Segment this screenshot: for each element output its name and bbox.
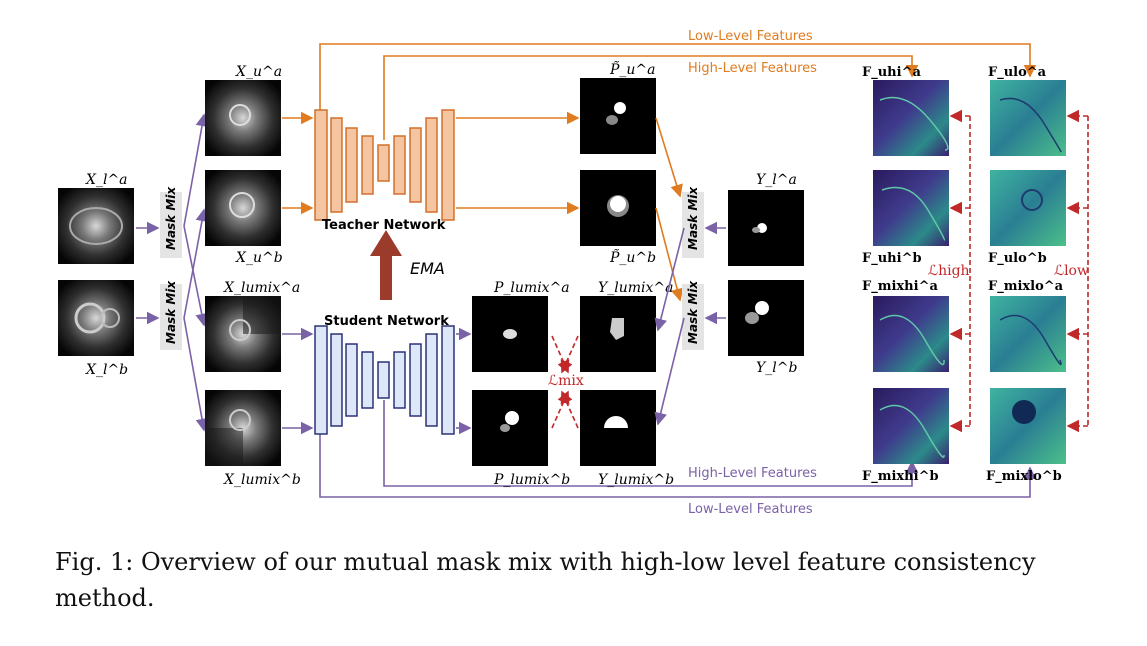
ema-label: EMA (410, 259, 445, 278)
loss-high-bracket (949, 109, 971, 433)
label-f-ulo-a: F_ulo^a (988, 65, 1047, 80)
label-xla: X_l^a (85, 172, 128, 188)
label-yl-b: Y_l^b (756, 360, 797, 376)
feature-map-ulo-b (990, 170, 1066, 246)
student-pred-b (472, 390, 548, 466)
teacher-network-label: Teacher Network (322, 218, 446, 233)
student-network (314, 325, 455, 435)
mask-mix-right-top: Mask Mix (682, 186, 704, 258)
high-level-features-student-path (383, 400, 919, 487)
teacher-pred-a (580, 78, 656, 154)
feature-map-uhi-a (873, 80, 949, 156)
feature-map-mixhi-a (873, 296, 949, 372)
caption-text: Overview of our mutual mask mix with hig… (55, 548, 1044, 612)
feature-map-mixhi-b (873, 388, 949, 464)
label-plumix-b: P_lumix^b (493, 472, 570, 488)
label-yl-a: Y_l^a (756, 172, 797, 188)
ema-arrow (370, 230, 402, 300)
label-xlb: X_l^b (85, 362, 128, 378)
label-xub: X_u^b (235, 250, 283, 266)
loss-low-label: ℒlow (1054, 263, 1089, 279)
input-xub-image (205, 170, 281, 246)
feature-map-ulo-a (990, 80, 1066, 156)
ground-truth-b (728, 280, 804, 356)
loss-low-bracket (1066, 109, 1089, 433)
label-xua: X_u^a (235, 64, 282, 80)
label-pu-b: P̃_u^b (609, 248, 656, 266)
mixed-label-a (580, 296, 656, 372)
caption-prefix: Fig. 1: (55, 548, 134, 576)
teacher-pred-b (580, 170, 656, 246)
high-level-features-label-top: High-Level Features (688, 61, 817, 76)
svg-text:Mask Mix: Mask Mix (686, 186, 700, 250)
loss-mix-label: ℒmix (548, 373, 584, 389)
low-level-features-label-top: Low-Level Features (688, 29, 813, 44)
low-level-features-student-path (319, 430, 1037, 498)
input-xlb-image (58, 280, 134, 356)
svg-text:Mask Mix: Mask Mix (164, 280, 178, 344)
figure-caption: Fig. 1: Overview of our mutual mask mix … (55, 544, 1105, 616)
label-f-ulo-b: F_ulo^b (988, 251, 1047, 266)
mask-mix-left-bottom: Mask Mix (160, 280, 182, 350)
high-level-features-label-bottom: High-Level Features (688, 466, 817, 481)
label-f-mixlo-a: F_mixlo^a (988, 279, 1064, 294)
mask-mix-right-bottom: Mask Mix (682, 280, 704, 350)
low-level-features-label-bottom: Low-Level Features (688, 502, 813, 517)
label-f-uhi-b: F_uhi^b (862, 251, 922, 266)
high-level-features-teacher-path (383, 55, 919, 140)
feature-map-mixlo-a (990, 296, 1066, 372)
label-ylumix-a: Y_lumix^a (598, 280, 673, 296)
svg-text:Mask Mix: Mask Mix (164, 186, 178, 250)
feature-map-mixlo-b (990, 388, 1066, 464)
label-f-uhi-a: F_uhi^a (862, 65, 921, 80)
label-ylumix-b: Y_lumix^b (598, 472, 674, 488)
mixed-label-b (580, 390, 656, 466)
input-xla-image (58, 188, 134, 264)
label-f-mixlo-b: F_mixlo^b (986, 469, 1062, 484)
label-xlumix-a: X_lumix^a (223, 280, 300, 296)
label-plumix-a: P_lumix^a (493, 280, 570, 296)
svg-text:Mask Mix: Mask Mix (686, 280, 700, 344)
method-overview-figure: Low-Level Features High-Level Features H… (58, 29, 1089, 517)
input-xlumix-b-image (205, 390, 281, 466)
label-f-mixhi-b: F_mixhi^b (862, 469, 939, 484)
input-xlumix-a-image (205, 296, 281, 372)
teacher-network (314, 109, 455, 221)
feature-map-uhi-b (873, 170, 949, 246)
label-pu-a: P̃_u^a (609, 60, 656, 78)
low-level-features-teacher-path (319, 43, 1037, 112)
input-xua-image (205, 80, 281, 156)
loss-high-label: ℒhigh (928, 263, 970, 279)
ground-truth-a (728, 190, 804, 266)
label-xlumix-b: X_lumix^b (223, 472, 301, 488)
student-pred-a (472, 296, 548, 372)
loss-mix-cross (551, 335, 579, 429)
label-f-mixhi-a: F_mixhi^a (862, 279, 938, 294)
mask-mix-left-top: Mask Mix (160, 186, 182, 258)
student-network-label: Student Network (324, 314, 449, 329)
